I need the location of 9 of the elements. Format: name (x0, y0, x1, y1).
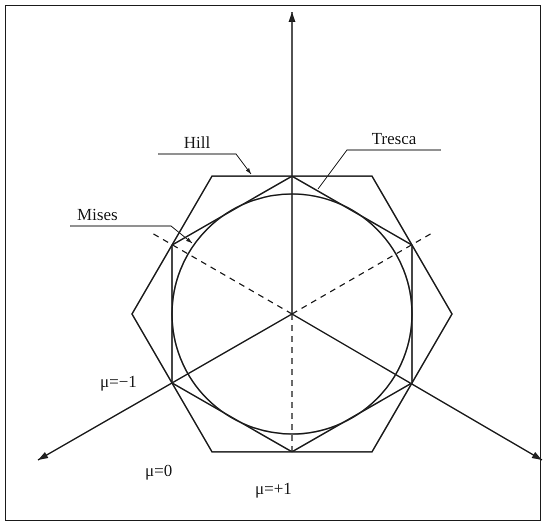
curve-label: Mises (70, 205, 171, 225)
curve-label: Hill (158, 133, 236, 153)
mu-label: μ=+1 (255, 479, 292, 499)
leader-line (70, 226, 192, 244)
curve-label: Tresca (347, 129, 441, 149)
mu-label: μ=0 (145, 461, 172, 481)
leader-line (318, 150, 442, 190)
mu-label: μ=−1 (100, 372, 137, 392)
leader-line (158, 154, 252, 174)
